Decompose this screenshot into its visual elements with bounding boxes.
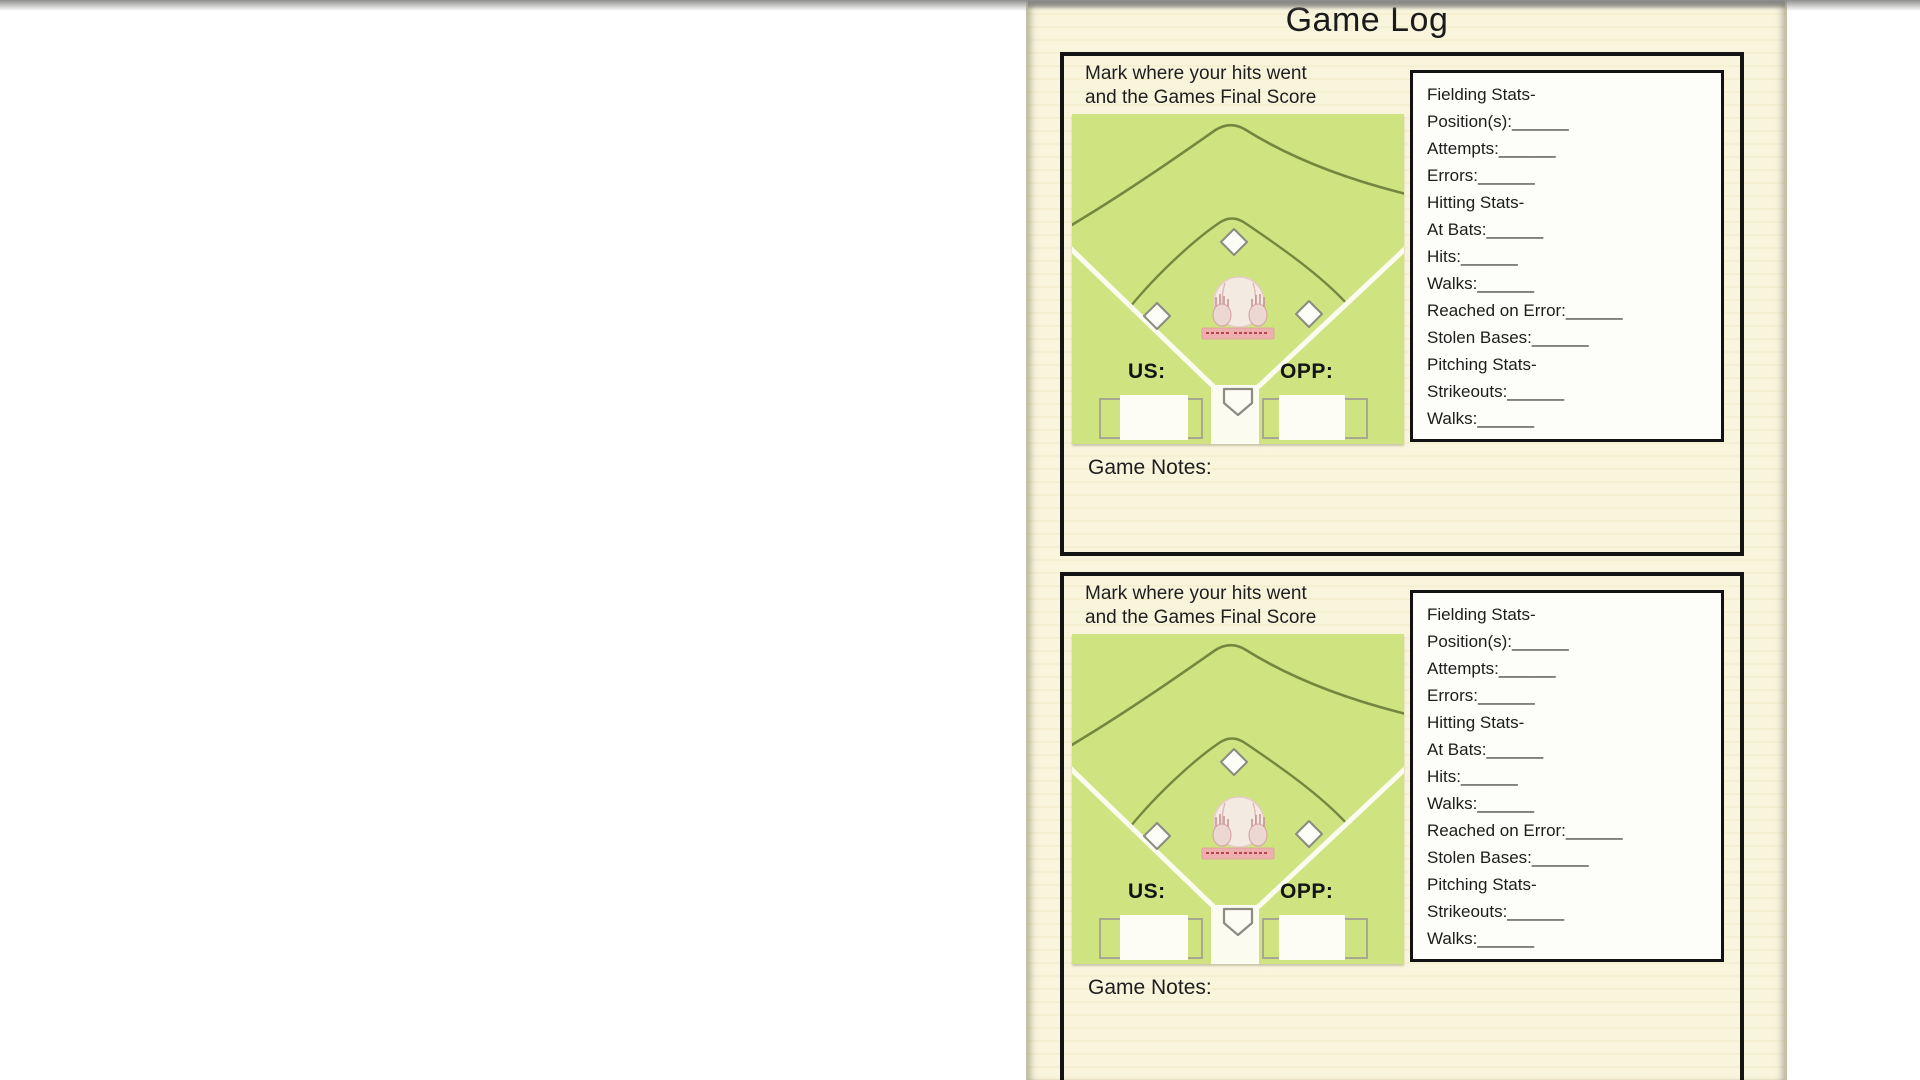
third-base-icon [1143, 822, 1171, 850]
bases [1143, 228, 1323, 330]
stat-line: Reached on Error:______ [1427, 301, 1623, 320]
stat-line: Walks:______ [1427, 794, 1535, 813]
stat-line: Reached on Error:______ [1427, 821, 1623, 840]
stat-line: Fielding Stats- [1427, 85, 1536, 104]
logo-banner-text-marks [1206, 332, 1267, 334]
game-log-section-2: Mark where your hits went and the Games … [1060, 572, 1744, 1080]
stat-line: Pitching Stats- [1427, 355, 1537, 374]
third-base-icon [1143, 302, 1171, 330]
opp-score-label: OPP: [1280, 360, 1334, 383]
us-score-label: US: [1128, 360, 1166, 383]
instructions: Mark where your hits went and the Games … [1085, 582, 1316, 630]
instruction-line: Mark where your hits went [1085, 583, 1307, 604]
opp-score-box [1279, 395, 1345, 440]
right-foul-line [1256, 766, 1404, 909]
opp-score-box [1279, 915, 1345, 960]
stat-line: Stolen Bases:______ [1427, 848, 1589, 867]
stats-box: Fielding Stats- Position(s):______ Attempt… [1410, 590, 1724, 962]
stat-line: Walks:______ [1427, 409, 1535, 428]
outfield-fence-line [1072, 643, 1404, 747]
stat-line: Hits:______ [1427, 247, 1518, 266]
page-title: Game Log [1285, 1, 1449, 39]
stat-line: Walks:______ [1427, 929, 1535, 948]
first-base-icon [1295, 820, 1323, 848]
baseball-field-diagram: US: OPP: [1072, 114, 1404, 444]
opp-score-label: OPP: [1280, 880, 1334, 903]
stat-line: Position(s):______ [1427, 112, 1569, 131]
stat-line: Errors:______ [1427, 166, 1535, 185]
baseball-field-diagram: US: OPP: [1072, 634, 1404, 964]
second-base-icon [1220, 748, 1248, 776]
bases [1143, 748, 1323, 850]
stat-line: Fielding Stats- [1427, 605, 1536, 624]
stat-line: Stolen Bases:______ [1427, 328, 1589, 347]
stats-box: Fielding Stats- Position(s):______ Attempt… [1410, 70, 1724, 442]
team-logo-watermark [1201, 796, 1275, 860]
first-base-icon [1295, 300, 1323, 328]
stat-line: Strikeouts:______ [1427, 382, 1565, 401]
logo-banner [1201, 327, 1275, 340]
stat-line: Attempts:______ [1427, 659, 1556, 678]
stat-line: Strikeouts:______ [1427, 902, 1565, 921]
game-log-section-1: Mark where your hits went and the Games … [1060, 52, 1744, 556]
left-foul-line [1072, 766, 1216, 909]
home-plate-icon [1222, 387, 1254, 417]
outfield-fence-line [1072, 123, 1404, 227]
document-page: Game Log Mark where your hits went and t… [1026, 0, 1787, 1080]
left-foul-line [1072, 246, 1216, 389]
infield-grass-line [1128, 737, 1349, 829]
home-plate-icon [1222, 907, 1254, 937]
infield-grass-line [1128, 217, 1349, 309]
stat-line: Walks:______ [1427, 274, 1535, 293]
right-foul-line [1256, 246, 1404, 389]
field-drawing [1072, 114, 1404, 444]
team-logo-watermark [1201, 276, 1275, 340]
instructions: Mark where your hits went and the Games … [1085, 62, 1316, 110]
logo-banner-text-marks [1206, 852, 1267, 854]
logo-banner [1201, 847, 1275, 860]
second-base-icon [1220, 228, 1248, 256]
field-drawing [1072, 634, 1404, 964]
stat-line: Hits:______ [1427, 767, 1518, 786]
stat-line: Attempts:______ [1427, 139, 1556, 158]
stat-line: At Bats:______ [1427, 220, 1544, 239]
us-score-box [1120, 915, 1188, 960]
instruction-line: and the Games Final Score [1085, 87, 1317, 108]
stat-line: Pitching Stats- [1427, 875, 1537, 894]
stat-line: Hitting Stats- [1427, 713, 1525, 732]
instruction-line: Mark where your hits went [1085, 63, 1307, 84]
stat-line: At Bats:______ [1427, 740, 1544, 759]
stat-line: Errors:______ [1427, 686, 1535, 705]
us-score-label: US: [1128, 880, 1166, 903]
instruction-line: and the Games Final Score [1085, 607, 1317, 628]
stat-line: Hitting Stats- [1427, 193, 1525, 212]
us-score-box [1120, 395, 1188, 440]
game-notes-label: Game Notes: [1088, 456, 1212, 479]
stat-line: Position(s):______ [1427, 632, 1569, 651]
game-notes-label: Game Notes: [1088, 976, 1212, 999]
